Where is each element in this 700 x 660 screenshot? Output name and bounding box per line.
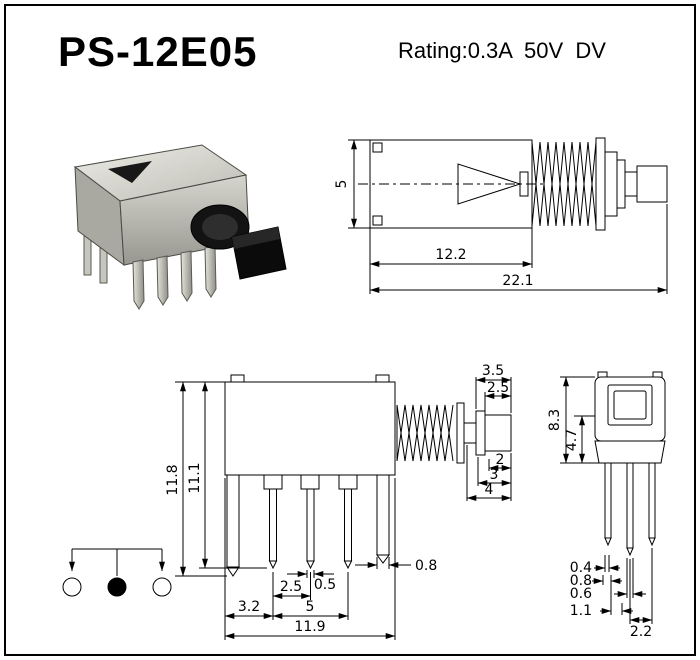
dim-front-pin-pitch-small: 2.5 (280, 579, 302, 595)
terminal-right (152, 577, 172, 597)
dim-end-0-8: 0.8 (570, 573, 592, 589)
page-border (4, 4, 696, 656)
dim-actuator-4: 4 (485, 482, 494, 498)
dim-end-total-height: 8.3 (548, 409, 563, 431)
dim-end-0-6: 0.6 (570, 586, 592, 602)
dim-actuator-button-width: 2.5 (487, 380, 509, 396)
dim-side-total-width: 22.1 (502, 273, 533, 289)
dim-side-body-width: 12.2 (435, 247, 466, 263)
rating-text: Rating:0.3A 50V DV (398, 38, 606, 63)
product-photo (73, 144, 287, 310)
dim-actuator-2: 2 (496, 452, 505, 468)
dim-front-body-height: 11.1 (187, 462, 203, 493)
end-view-drawing: 8.3 4.7 0.4 0.8 0.6 1.1 2.2 (548, 371, 666, 640)
dim-actuator-3: 3 (490, 467, 499, 483)
terminal-common (107, 577, 127, 597)
page-title: PS-12E05 (58, 28, 258, 75)
dim-front-pin-offset: 3.2 (238, 599, 260, 615)
dim-end-1-1: 1.1 (570, 603, 592, 619)
dim-front-right-pin-width: 0.8 (415, 558, 437, 574)
dim-actuator-flange-width: 3.5 (482, 363, 504, 379)
dim-end-0-4: 0.4 (570, 560, 592, 576)
dim-front-total-width: 11.9 (294, 619, 325, 635)
terminal-left (62, 577, 82, 597)
circuit-schematic (62, 548, 172, 597)
dim-end-pin-pitch: 2.2 (630, 624, 652, 640)
dim-side-height: 5 (334, 180, 350, 189)
dim-front-pin-width: 0.5 (314, 577, 336, 593)
actuator-view-drawing: 3.5 2.5 2 3 4 (396, 363, 512, 501)
front-view-drawing: 11.8 11.1 0.5 2.5 3.2 5 11.9 0.8 (165, 374, 437, 640)
dim-end-lower-height: 4.7 (564, 429, 580, 451)
switch-photo-body (73, 144, 287, 310)
side-view-drawing: 5 12.2 22.1 (334, 137, 668, 294)
dim-front-pin-pitch-large: 5 (306, 599, 315, 615)
dim-front-total-height: 11.8 (165, 464, 181, 495)
